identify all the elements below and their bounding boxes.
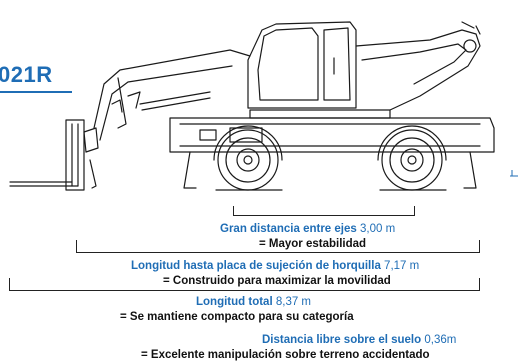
wheelbase-line bbox=[233, 215, 415, 216]
wheelbase-benefit: = Mayor estabilidad bbox=[259, 238, 367, 250]
telehandler-illustration bbox=[9, 21, 518, 191]
overall-length-benefit: = Se mantiene compacto para su categoría bbox=[120, 311, 354, 323]
wheelbase-tick-right bbox=[414, 206, 415, 216]
overall-length-tick-left bbox=[9, 278, 10, 290]
wheelbase-label: Gran distancia entre ejes 3,00 m bbox=[220, 222, 395, 236]
overall-length-value: 8,37 m bbox=[275, 296, 312, 308]
fork-length-name: Longitud hasta placa de sujeción de horq… bbox=[131, 260, 381, 272]
fork-length-benefit: = Construido para maximizar la movilidad bbox=[163, 275, 391, 287]
ground-clearance-benefit: = Excelente manipulación sobre terreno a… bbox=[141, 349, 430, 361]
overall-length-line bbox=[9, 290, 480, 291]
fork-length-value: 7,17 m bbox=[384, 260, 420, 272]
wheelbase-tick-left bbox=[233, 206, 234, 216]
overall-length-name: Longitud total bbox=[196, 296, 273, 308]
fork-length-label: Longitud hasta placa de sujeción de horq… bbox=[131, 259, 419, 273]
wheelbase-name: Gran distancia entre ejes bbox=[220, 223, 357, 235]
ground-clearance-value: 0,36m bbox=[424, 334, 457, 346]
fork-length-tick-left bbox=[76, 240, 77, 252]
overall-length-tick-right bbox=[479, 278, 480, 290]
fork-length-line bbox=[76, 252, 480, 253]
wheelbase-value: 3,00 m bbox=[360, 223, 396, 235]
ground-clearance-label: Distancia libre sobre el suelo 0,36m bbox=[262, 333, 456, 347]
model-underline bbox=[0, 91, 72, 93]
model-tag: 021R bbox=[0, 62, 53, 87]
fork-length-tick-right bbox=[479, 240, 480, 252]
ground-clearance-name: Distancia libre sobre el suelo bbox=[262, 334, 422, 346]
overall-length-label: Longitud total 8,37 m bbox=[196, 295, 311, 309]
